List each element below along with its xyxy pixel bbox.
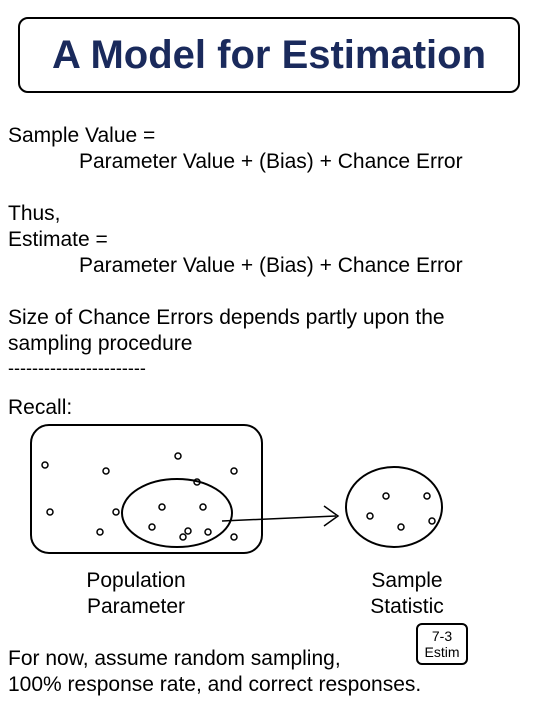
thus-label: Thus,	[8, 202, 61, 225]
recall-label: Recall:	[8, 396, 73, 419]
chance-errors-text-2: sampling procedure	[8, 332, 193, 355]
formula-sample: Parameter Value + (Bias) + Chance Error	[79, 150, 463, 173]
sample-statistic-ellipse	[345, 466, 443, 548]
dash-divider: -----------------------	[8, 358, 146, 378]
estimate-label: Estimate =	[8, 228, 108, 251]
population-box	[30, 424, 263, 554]
badge-line2: Estim	[424, 644, 460, 660]
footer-line2: 100% response rate, and correct response…	[8, 673, 422, 696]
sample-value-label: Sample Value =	[8, 124, 156, 147]
badge-line1: 7-3	[431, 628, 453, 644]
arrow-head	[323, 505, 340, 527]
sample-label-line1: Sample	[371, 569, 443, 592]
chance-errors-text-1: Size of Chance Errors depends partly upo…	[8, 306, 445, 329]
arrow-line	[221, 515, 337, 522]
slide-number-badge: 7-3 Estim	[416, 623, 468, 665]
page-title: A Model for Estimation	[51, 32, 487, 77]
footer-line1: For now, assume random sampling,	[8, 647, 341, 670]
population-label-line1: Population	[86, 569, 186, 592]
sample-label: Sample Statistic	[356, 568, 458, 620]
sample-label-line2: Statistic	[370, 595, 444, 618]
formula-estimate: Parameter Value + (Bias) + Chance Error	[79, 254, 463, 277]
sample-dots	[366, 492, 436, 531]
title-box: A Model for Estimation	[18, 17, 520, 93]
sample-ellipse	[121, 478, 233, 548]
population-label-line2: Parameter	[86, 595, 186, 618]
population-label: Population Parameter	[70, 568, 202, 620]
population-dots	[41, 452, 238, 541]
